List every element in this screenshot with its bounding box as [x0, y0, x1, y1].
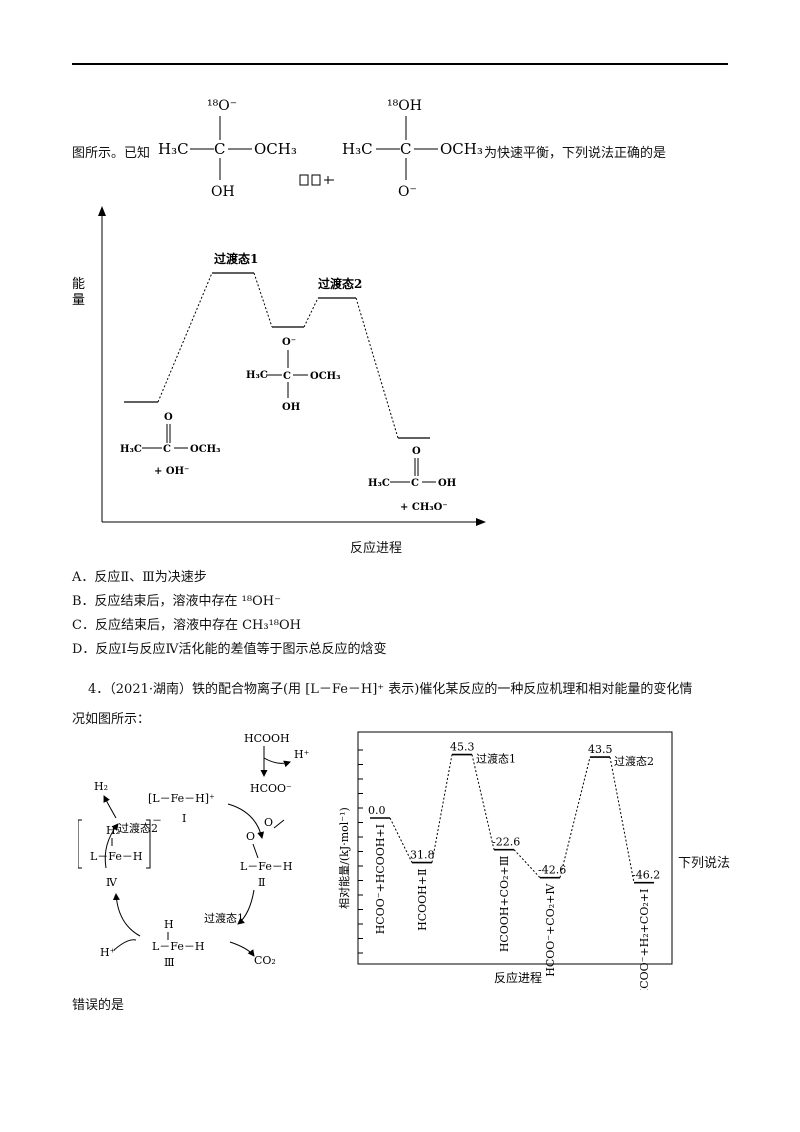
level-value-label: -46.2	[632, 869, 660, 882]
formula-2: ¹⁸OH H₃C C OCH₃ O⁻	[342, 98, 483, 200]
intro-suffix: 为快速平衡，下列说法正确的是	[484, 146, 667, 161]
cyc-III: Ⅲ	[164, 956, 175, 969]
cyc-I: Ⅰ	[182, 812, 186, 825]
q4-line1: 4．（2021·湖南）铁的配合物离子(用 [L－Fe－H]⁺ 表示)催化某反应的…	[88, 682, 693, 697]
inter-top: O⁻	[282, 337, 296, 348]
energy-diagram-1: 能 量 过渡态1 过渡态2 O⁻ H₃C C OCH₃ OH O H₃C C O…	[72, 206, 486, 526]
cyc-iv-core: L－Fe－H	[90, 850, 142, 863]
level-connector	[559, 756, 591, 878]
formula-1: ¹⁸O⁻ H₃C C OCH₃ OH	[158, 98, 297, 200]
svg-text:C: C	[400, 140, 411, 158]
level-value-label: 0.0	[368, 804, 386, 817]
cyc-hprime: H⁺	[100, 946, 116, 959]
level-ts-label: 过渡态2	[614, 754, 654, 768]
cyc-IV: Ⅳ	[106, 876, 118, 889]
level-value-label: -42.6	[538, 864, 566, 877]
inter-right: OCH₃	[310, 371, 341, 382]
fig1-ts2: 过渡态2	[318, 276, 362, 291]
connectors	[157, 272, 399, 439]
intro-prefix: 图所示。已知	[72, 146, 151, 161]
level-species-label: HCOO⁻+HCOOH+Ⅰ	[374, 824, 387, 934]
q4-line2: 况如图所示：	[72, 712, 151, 727]
equilibrium-arrow	[299, 174, 334, 186]
f1-right: OCH₃	[254, 140, 297, 158]
level-species-label: HCOOH+CO₂+Ⅲ	[498, 856, 511, 953]
option-c: C．反应结束后，溶液中存在 CH₃¹⁸OH	[72, 618, 301, 633]
f2-bottom: O⁻	[398, 184, 417, 200]
q4-tail: 下列说法	[678, 856, 731, 871]
react-right: OCH₃	[190, 444, 221, 455]
cyc-ts1: 过渡态1	[204, 911, 244, 925]
svg-text:C: C	[283, 371, 291, 382]
fig1-xlabel: 反应进程	[350, 541, 403, 556]
react-plus: + OH⁻	[154, 466, 189, 477]
cyc-hcoo: HCOO⁻	[250, 782, 292, 795]
svg-text:C: C	[411, 478, 419, 489]
fig1-ts1: 过渡态1	[214, 251, 258, 266]
chart-xlabel: 反应进程	[494, 970, 542, 985]
option-a: A．反应Ⅱ、Ⅲ为决速步	[72, 570, 207, 585]
svg-text:L－Fe－H: L－Fe－H	[152, 940, 204, 953]
option-b: B．反应结束后，溶液中存在 ¹⁸OH⁻	[72, 594, 281, 609]
chart-frame	[357, 731, 673, 965]
y-axis-arrow	[98, 206, 106, 216]
fig1-ylabel-2: 量	[72, 293, 85, 308]
f1-left: H₃C	[158, 140, 189, 158]
inter-bottom: OH	[282, 402, 300, 413]
level-connector	[389, 817, 413, 863]
react-left: H₃C	[120, 444, 142, 455]
q4-end: 错误的是	[72, 998, 125, 1013]
level-species-label: HCOO⁻+CO₂+Ⅳ	[544, 883, 557, 977]
level-ts-label: 过渡态1	[476, 752, 516, 766]
f1-top: ¹⁸O⁻	[207, 98, 237, 114]
svg-text:H: H	[164, 918, 174, 931]
cyc-II: Ⅱ	[258, 876, 265, 889]
svg-text:O: O	[246, 830, 255, 843]
inter-left: H₃C	[246, 370, 268, 381]
level-species-label: HCOOH+Ⅱ	[416, 869, 429, 931]
x-axis-arrow	[476, 518, 486, 526]
level-connector	[431, 754, 453, 863]
f2-right: OCH₃	[440, 140, 483, 158]
cyc-h2: H₂	[94, 780, 108, 793]
cyc-ts2: 过渡态2	[118, 821, 158, 835]
level-value-label: 43.5	[588, 743, 613, 756]
prod-top: O	[412, 446, 421, 457]
level-value-label: 31.8	[410, 849, 435, 862]
chart-ylabel: 相对能量/(kJ·mol⁻¹)	[337, 807, 351, 909]
level-species-label: HCOO⁻+H₂+CO₂+Ⅰ	[638, 889, 651, 990]
catalytic-cycle: HCOOH H⁺ HCOO⁻ H₂ [L－Fe－H]⁺ Ⅰ 过渡态2 O O L…	[78, 732, 310, 969]
f1-bottom: OH	[211, 184, 235, 200]
cyc-co2: CO₂	[254, 954, 276, 967]
prod-plus: + CH₃O⁻	[400, 502, 448, 513]
option-d: D．反应Ⅰ与反应Ⅳ活化能的差值等于图示总反应的焓变	[72, 642, 387, 657]
fig1-ylabel-1: 能	[72, 277, 85, 292]
cyc-cat: [L－Fe－H]⁺	[148, 792, 215, 805]
svg-text:L－Fe－H: L－Fe－H	[240, 860, 292, 873]
top-rule	[72, 63, 728, 65]
cyc-iv-h2: H₂	[106, 824, 120, 837]
react-top: O	[164, 412, 173, 423]
level-value-label: -22.6	[492, 836, 520, 849]
f2-left: H₃C	[342, 140, 373, 158]
prod-right: OH	[438, 478, 456, 489]
level-connector	[471, 754, 495, 850]
svg-text:O: O	[264, 816, 273, 829]
f2-top: ¹⁸OH	[387, 98, 422, 114]
cyc-hcooh: HCOOH	[244, 732, 290, 745]
level-connector	[513, 849, 541, 878]
level-connector	[609, 757, 635, 883]
level-value-label: 45.3	[450, 741, 475, 754]
svg-text:C: C	[163, 444, 171, 455]
svg-text:C: C	[214, 140, 225, 158]
prod-left: H₃C	[368, 478, 390, 489]
svg-text:－: －	[152, 816, 162, 827]
cyc-hplus: H⁺	[294, 748, 310, 761]
